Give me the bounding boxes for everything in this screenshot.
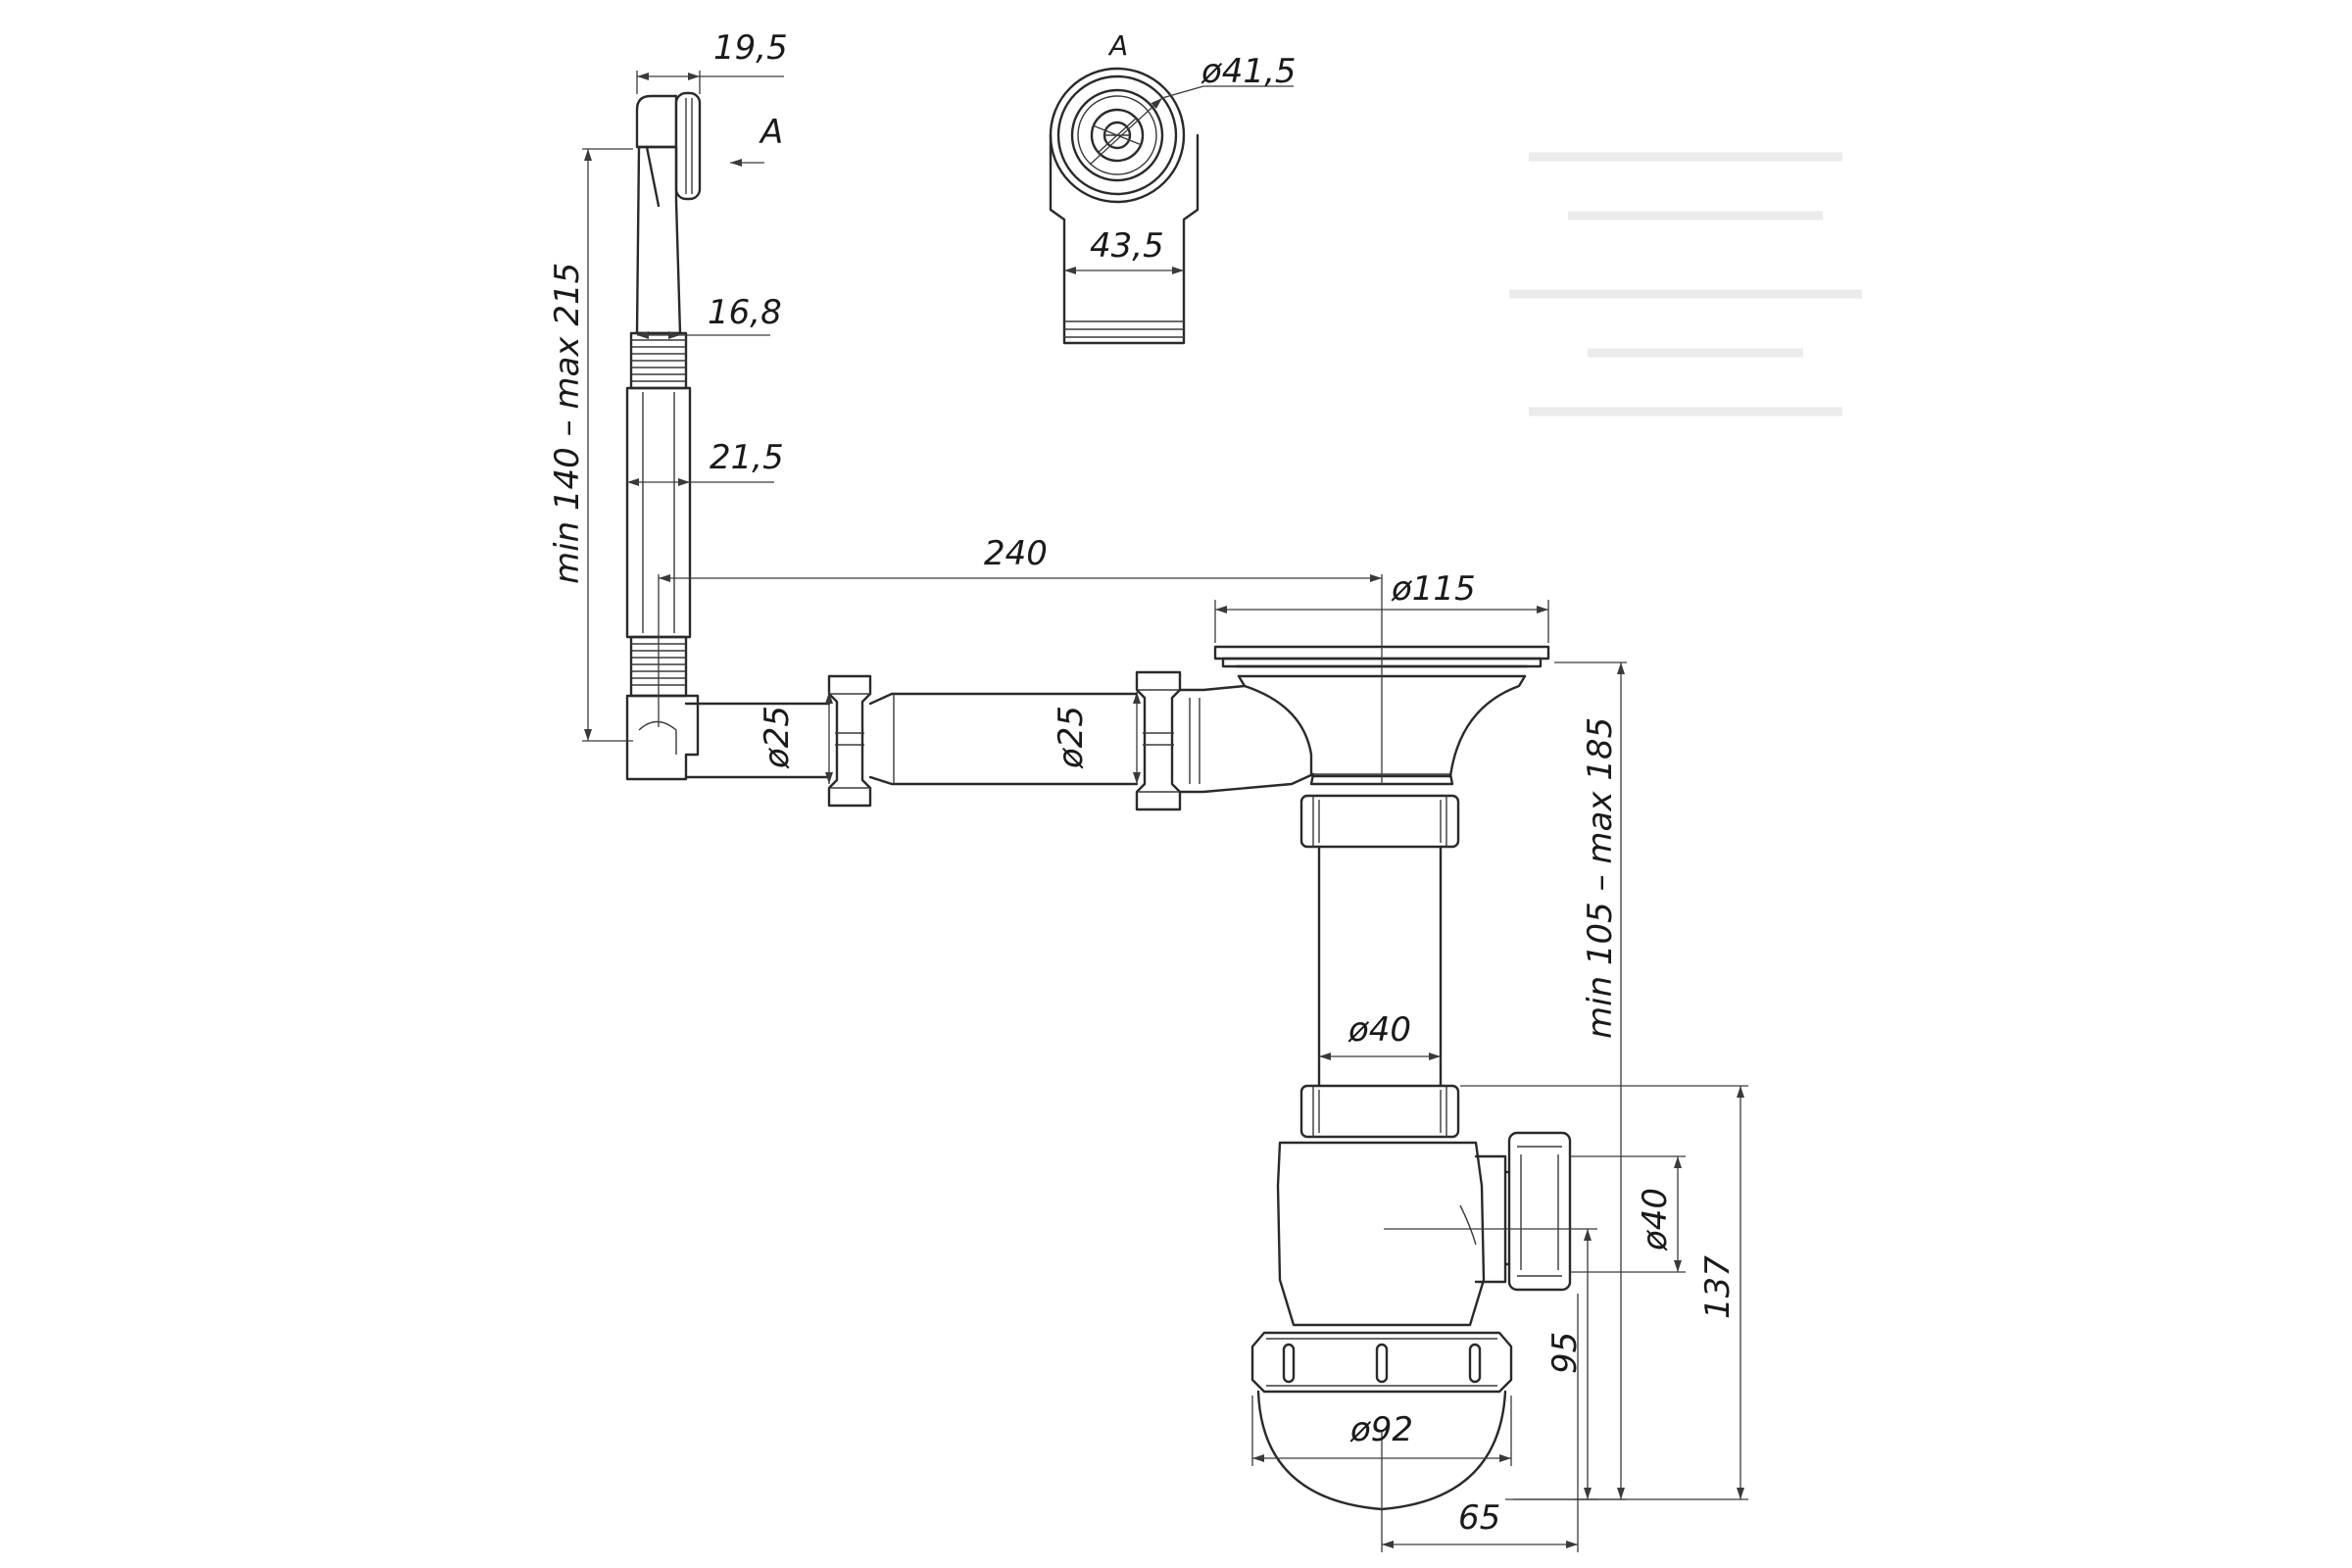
- label-16-8: 16,8: [708, 293, 782, 332]
- coupling-nut-left: [827, 674, 872, 808]
- label-d40-tube: ø40: [1348, 1010, 1411, 1050]
- label-d115: ø115: [1391, 569, 1476, 609]
- label-19-5: 19,5: [713, 28, 788, 68]
- overflow-assembly: [625, 91, 702, 781]
- label-view-arrow-a: A: [759, 113, 783, 152]
- label-min105-max185: min 105 – max 185: [1581, 717, 1620, 1039]
- label-d25-left: ø25: [758, 706, 797, 769]
- vertical-pipe: [1299, 794, 1460, 1139]
- label-240: 240: [984, 534, 1048, 573]
- overflow-corrugation: [629, 331, 688, 390]
- dimension-lines: [582, 71, 1748, 1552]
- label-view-a-title: A: [1107, 29, 1128, 62]
- label-d25-right: ø25: [1052, 706, 1091, 769]
- label-d40-outlet: ø40: [1636, 1188, 1675, 1251]
- watermark: [1509, 152, 1862, 416]
- bottle-trap: [1250, 1131, 1572, 1511]
- label-95: 95: [1545, 1332, 1585, 1374]
- overflow-telescopic-tube: [625, 386, 692, 639]
- label-65: 65: [1458, 1498, 1500, 1538]
- label-min140-max215: min 140 – max 215: [548, 263, 587, 584]
- view-a: [1049, 67, 1200, 345]
- overflow-head: [635, 91, 702, 208]
- label-d92: ø92: [1349, 1410, 1413, 1449]
- coupling-nut-right: [1135, 670, 1182, 811]
- overflow-upper-tube: [635, 145, 682, 335]
- label-d41-5: ø41,5: [1200, 52, 1297, 91]
- label-21-5: 21,5: [710, 438, 784, 477]
- overflow-elbow: [625, 694, 700, 781]
- connecting-pipe: [684, 670, 1315, 811]
- dimension-labels: 19,5 A 16,8 21,5 min 140 – max 215 240 A…: [548, 28, 1738, 1538]
- trap-cup-band: [1250, 1331, 1513, 1394]
- outlet-nut: [1503, 1131, 1572, 1292]
- label-137: 137: [1698, 1255, 1738, 1319]
- label-43-5: 43,5: [1090, 226, 1164, 266]
